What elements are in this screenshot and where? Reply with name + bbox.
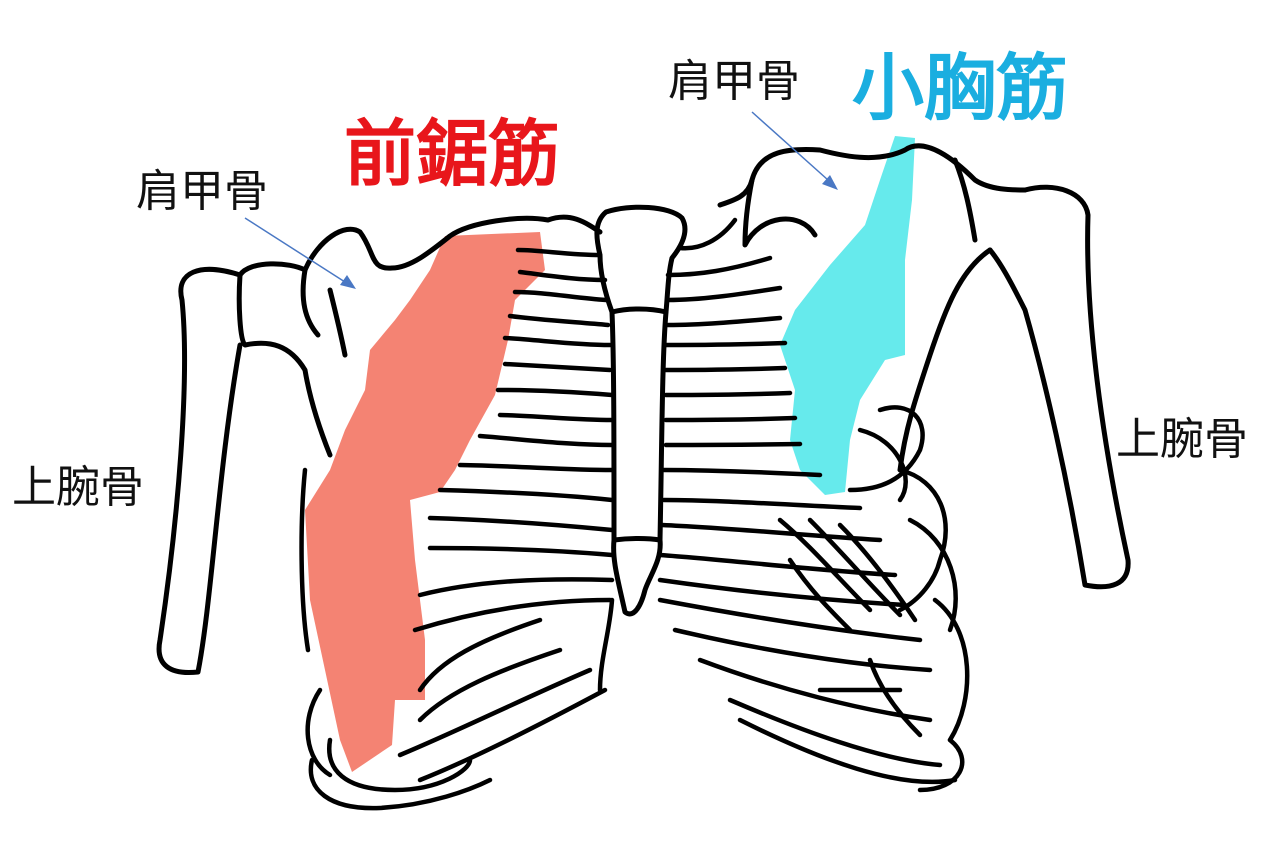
pectoralis-minor-label: 小胸筋 [852, 46, 1069, 130]
arrow-scapula-left [244, 217, 356, 289]
sternum-bone [594, 204, 688, 617]
scapula-left-label: 肩甲骨 [136, 166, 268, 217]
scapula-right-bone [717, 143, 1028, 473]
humerus-left-bone [156, 266, 243, 676]
serratus-anterior-label: 前鋸筋 [344, 112, 561, 196]
pectoralis-minor-muscle [780, 136, 915, 495]
humerus-right-bone [987, 184, 1131, 590]
scapula-right-label: 肩甲骨 [668, 56, 800, 107]
humerus-right-label: 上腕骨 [1116, 414, 1248, 465]
ribs-right [657, 217, 970, 793]
humerus-left-label: 上腕骨 [12, 462, 144, 513]
serratus-anterior-muscle [305, 232, 545, 772]
scapula-left-bone [236, 214, 603, 458]
arrow-scapula-right [751, 111, 838, 190]
ribs-left [299, 247, 615, 811]
